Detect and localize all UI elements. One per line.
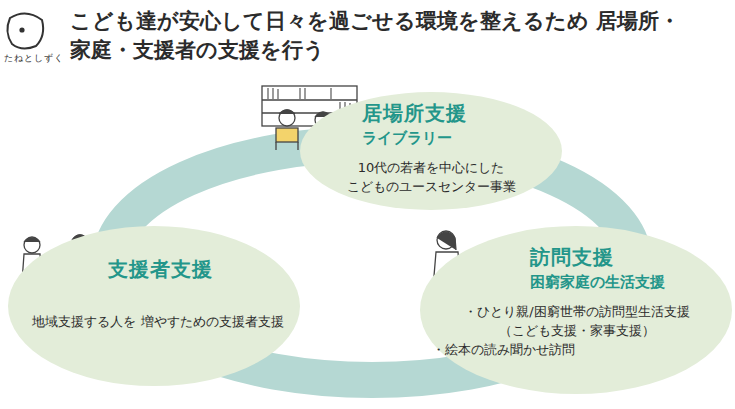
- support-ellipse: 居場所支援ライブラリー 10代の若者を中心にした こどものユースセンター事業: [300, 92, 562, 210]
- section-heading: 支援者支援: [108, 256, 288, 282]
- section-body: ・絵本の読み聞かせ訪問: [432, 340, 722, 359]
- support-ellipse: 訪問支援困窮家庭の生活支援・ひとり親/困窮世帯の訪問型生活支援 （こども支援・家…: [420, 226, 732, 394]
- support-ellipse: 支援者支援地域支援する人を 増やすための支援者支援: [8, 226, 300, 386]
- section-body: ・ひとり親/困窮世帯の訪問型生活支援 （こども支援・家事支援）: [432, 302, 722, 340]
- section-heading: 訪問支援: [530, 244, 720, 270]
- section-subheading: ライブラリー: [362, 128, 552, 148]
- section-body: 10代の若者を中心にした こどものユースセンター事業: [308, 158, 554, 196]
- section-heading: 居場所支援: [362, 100, 552, 126]
- section-body: 地域支援する人を 増やすための支援者支援: [28, 312, 288, 331]
- logo-mark: [7, 13, 43, 48]
- diagram-title: こども達が安心して日々を過ごせる環境を整えるため 居場所・家庭・支援者の支援を行…: [70, 7, 730, 65]
- logo-label: たねとしずく: [4, 52, 64, 65]
- ellipse-shape: [8, 226, 300, 386]
- section-subheading: 困窮家庭の生活支援: [530, 272, 720, 292]
